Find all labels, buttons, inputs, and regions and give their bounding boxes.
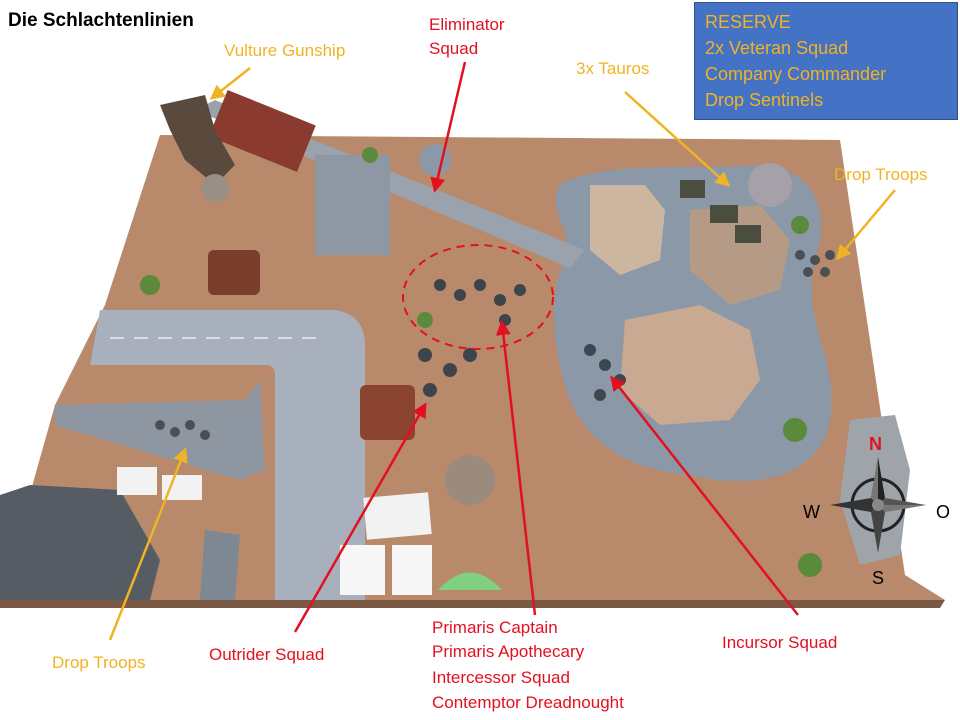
reserve-line-sentinels: Drop Sentinels [705, 90, 824, 110]
ruin-southwest [0, 485, 160, 600]
miniatures-drop-troops-west [155, 420, 210, 440]
arrow-tauros [624, 91, 731, 188]
label-primaris-apothecary: Primaris Apothecary [432, 642, 585, 661]
barrels-north [208, 250, 260, 295]
label-vulture-gunship: Vulture Gunship [224, 41, 346, 60]
label-eliminator-line2: Squad [429, 39, 479, 58]
armored-train [208, 89, 316, 172]
arrow-vulture [209, 67, 251, 100]
arrow-drop-troops-east [836, 189, 896, 261]
crater-north [419, 144, 451, 176]
bridge-tower [315, 155, 390, 255]
label-tauros: 3x Tauros [576, 59, 650, 78]
captain-group-circle [402, 244, 554, 350]
compass-rose [830, 457, 926, 553]
green-template [438, 572, 502, 590]
reserve-line-commander: Company Commander [705, 64, 887, 84]
miniatures-center [418, 279, 526, 397]
crater-east [748, 163, 792, 207]
barrels-south [360, 385, 415, 440]
arrow-incursor [610, 375, 799, 616]
label-primaris-captain: Primaris Captain [432, 618, 558, 637]
miniatures-tauros [680, 180, 761, 243]
reserve-line-header: RESERVE [705, 12, 791, 32]
page-title: Die Schlachtenlinien [8, 10, 194, 31]
compass-south: S [872, 568, 885, 588]
compass-west: W [803, 502, 820, 522]
label-drop-troops-west: Drop Troops [52, 653, 146, 672]
label-eliminator-line1: Eliminator [429, 15, 505, 34]
road [90, 310, 365, 600]
flying-base [201, 174, 229, 202]
board-shadow [0, 600, 945, 608]
objective-card-5 [162, 475, 202, 500]
arrow-outrider [293, 402, 427, 633]
miniatures-drop-troops-east [795, 250, 835, 277]
label-outrider-squad: Outrider Squad [209, 645, 325, 664]
crater-centre [445, 455, 495, 505]
objective-card-2 [340, 545, 385, 595]
label-contemptor-dreadnought: Contemptor Dreadnought [432, 693, 624, 712]
objective-card-4 [117, 467, 157, 495]
label-intercessor-squad: Intercessor Squad [432, 668, 570, 687]
reserve-box: RESERVE 2x Veteran Squad Company Command… [694, 2, 958, 120]
compass-north: N [869, 434, 882, 454]
label-drop-troops-east: Drop Troops [834, 165, 928, 184]
arrow-captain-group [495, 320, 537, 616]
vulture-gunship-model [160, 95, 235, 185]
shrubs [140, 147, 822, 577]
hex-hill-north [590, 185, 665, 275]
label-incursor-squad: Incursor Squad [722, 633, 838, 652]
compass-east: O [936, 502, 951, 522]
arrow-drop-troops-west [108, 447, 188, 641]
reserve-line-veteran: 2x Veteran Squad [705, 38, 849, 58]
hex-hill-center [620, 305, 760, 425]
hex-hill-east [690, 205, 790, 305]
arrow-eliminator [430, 61, 467, 193]
ruin-piece [200, 530, 240, 600]
objective-card-3 [392, 545, 432, 595]
objective-card-1 [363, 492, 432, 540]
